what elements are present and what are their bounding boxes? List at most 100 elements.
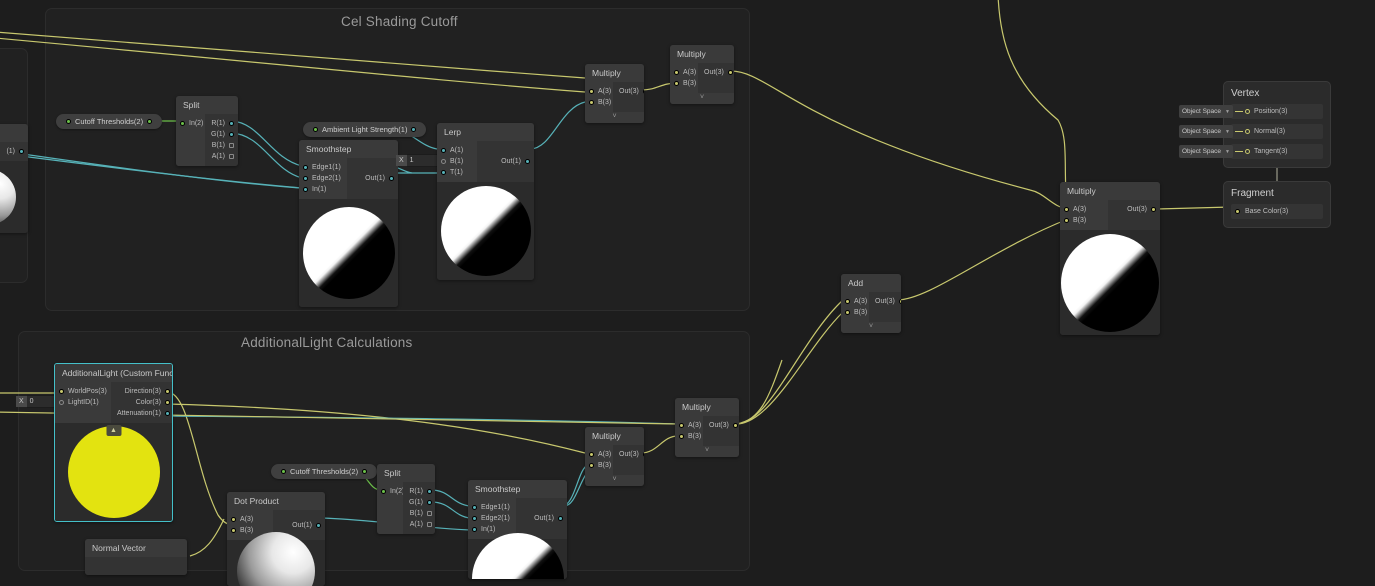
port-out-0[interactable]: Out(3) xyxy=(1121,204,1160,215)
port-dot[interactable] xyxy=(427,522,432,527)
port-dot[interactable] xyxy=(229,143,234,148)
port-in-1[interactable]: B(3) xyxy=(585,97,613,108)
port-dot[interactable] xyxy=(229,132,234,137)
port-out-3[interactable]: A(1) xyxy=(404,519,435,530)
node-expand-toggle[interactable]: ˅ xyxy=(670,93,734,104)
node-lerp-top[interactable]: Lerp A(1) B(1) T(1) Out(1) xyxy=(437,123,534,280)
port-out-2[interactable]: B(1) xyxy=(206,140,238,151)
port-dot[interactable] xyxy=(845,310,850,315)
port-in-1[interactable]: Edge2(1) xyxy=(299,173,347,184)
float-value[interactable]: 1 xyxy=(406,154,438,167)
node-smoothstep-bottom[interactable]: Smoothstep Edge1(1) Edge2(1) In(1) xyxy=(468,480,567,579)
master-node-fragment[interactable]: Fragment Base Color(3) xyxy=(1223,181,1331,228)
node-multiply-b[interactable]: Multiply A(3) B(3) Out(3) ˅ xyxy=(670,45,734,104)
port-in-0[interactable]: A(3) xyxy=(1060,204,1108,215)
port-dot[interactable] xyxy=(303,176,308,181)
preview-collapse-button[interactable]: ▲ xyxy=(106,425,121,436)
port-dot[interactable] xyxy=(427,489,432,494)
port-dot[interactable] xyxy=(231,528,236,533)
port-dot[interactable] xyxy=(845,299,850,304)
port-out-1[interactable]: G(1) xyxy=(205,129,238,140)
port-dot[interactable] xyxy=(558,516,563,521)
port-dot[interactable] xyxy=(389,176,394,181)
port-in-1[interactable]: Edge2(1) xyxy=(468,513,516,524)
property-cutoff-thresholds-top[interactable]: Cutoff Thresholds(2) xyxy=(56,114,163,129)
port-dot[interactable] xyxy=(674,81,679,86)
port-dot-property-out[interactable] xyxy=(147,119,153,124)
port-in-2[interactable]: In(1) xyxy=(468,524,516,535)
port-dot[interactable] xyxy=(472,516,477,521)
port-in-0[interactable]: A(3) xyxy=(227,514,273,525)
port-in-1[interactable]: B(3) xyxy=(841,307,869,318)
port-in-0[interactable]: Edge1(1) xyxy=(299,162,347,173)
port-out-0[interactable]: R(1) xyxy=(403,486,435,497)
node-dot-product[interactable]: Dot Product A(3) B(3) Out(1) xyxy=(227,492,325,586)
node-additional-light-custom-function[interactable]: AdditionalLight (Custom Function) ▼ Worl… xyxy=(54,363,173,522)
port-dot[interactable] xyxy=(59,389,64,394)
port-out-0[interactable]: Out(3) xyxy=(613,449,644,460)
port-dot[interactable] xyxy=(427,500,432,505)
port-in-1[interactable]: B(3) xyxy=(1060,215,1108,226)
port-out-3[interactable]: A(1) xyxy=(206,151,238,162)
node-smoothstep-top[interactable]: Smoothstep Edge1(1) Edge2(1) In(1) xyxy=(299,140,398,307)
port-out-0[interactable]: Out(3) xyxy=(703,420,739,431)
port-in-1[interactable]: B(3) xyxy=(675,431,703,442)
port-in-0[interactable]: A(3) xyxy=(670,67,698,78)
port-dot[interactable] xyxy=(472,527,477,532)
port-dot-out[interactable] xyxy=(19,149,24,154)
port-dot[interactable] xyxy=(164,411,170,416)
port-dot[interactable] xyxy=(898,299,901,304)
port-in-0[interactable]: A(3) xyxy=(585,86,613,97)
port-in-0[interactable]: A(3) xyxy=(585,449,613,460)
node-multiply-final[interactable]: Multiply A(3) B(3) Out(3) xyxy=(1060,182,1160,335)
space-dropdown-normal[interactable]: Object Space ▼ xyxy=(1179,125,1233,138)
port-dot[interactable] xyxy=(229,154,234,159)
port-dot[interactable] xyxy=(441,170,446,175)
node-split-top[interactable]: Split In(2) R(1) G(1) B(1) xyxy=(176,96,238,166)
port-dot[interactable] xyxy=(59,400,64,405)
port-in-1[interactable]: LightID(1) xyxy=(55,397,111,408)
port-dot[interactable] xyxy=(1151,207,1156,212)
port-dot[interactable] xyxy=(642,452,644,457)
port-dot[interactable] xyxy=(180,121,185,126)
property-ambient-light-strength[interactable]: Ambient Light Strength(1) xyxy=(303,122,427,137)
port-in-1[interactable]: B(3) xyxy=(670,78,698,89)
port-out-1[interactable]: G(1) xyxy=(403,497,435,508)
port-out-0[interactable]: Direction(3) xyxy=(119,386,172,397)
node-expand-toggle[interactable]: ˅ xyxy=(585,112,644,123)
port-dot[interactable] xyxy=(679,423,684,428)
property-cutoff-thresholds-bottom[interactable]: Cutoff Thresholds(2) xyxy=(271,464,378,479)
port-in-1[interactable]: B(3) xyxy=(585,460,613,471)
port-dot[interactable] xyxy=(164,400,170,405)
node-split-bottom[interactable]: Split In(2) R(1) G(1) B(1) xyxy=(377,464,435,534)
fragment-row-base-color[interactable]: Base Color(3) xyxy=(1231,204,1323,219)
port-out-2[interactable]: Attenuation(1) xyxy=(111,408,172,419)
port-dot[interactable] xyxy=(727,70,733,75)
port-in-1[interactable]: B(1) xyxy=(437,156,477,167)
port-dot[interactable] xyxy=(1245,129,1250,134)
port-dot-property-out[interactable] xyxy=(411,127,417,132)
space-dropdown-tangent[interactable]: Object Space ▼ xyxy=(1179,145,1233,158)
port-dot-property-in[interactable] xyxy=(313,127,318,132)
port-in-2[interactable]: In(1) xyxy=(299,184,347,195)
vertex-row-normal[interactable]: Object Space ▼ Normal(3) xyxy=(1179,124,1323,139)
port-dot[interactable] xyxy=(679,434,684,439)
vertex-row-position[interactable]: Object Space ▼ Position(3) xyxy=(1179,104,1323,119)
port-in-0[interactable]: WorldPos(3) xyxy=(55,386,111,397)
node-multiply-d[interactable]: Multiply A(3) B(3) Out(3) ˅ xyxy=(675,398,739,457)
port-dot-property-out[interactable] xyxy=(362,469,368,474)
port-dot[interactable] xyxy=(229,121,234,126)
node-multiply-c[interactable]: Multiply A(3) B(3) Out(3) ˅ xyxy=(585,427,644,486)
port-in-0[interactable]: A(1) xyxy=(437,145,477,156)
port-in-1[interactable]: B(3) xyxy=(227,525,273,536)
master-node-vertex[interactable]: Vertex Object Space ▼ Position(3) Object… xyxy=(1179,81,1331,168)
port-dot[interactable] xyxy=(589,463,594,468)
port-dot[interactable] xyxy=(589,452,594,457)
port-dot[interactable] xyxy=(1235,209,1240,214)
port-dot[interactable] xyxy=(1245,149,1250,154)
port-dot[interactable] xyxy=(525,159,530,164)
port-in-0[interactable]: A(3) xyxy=(675,420,703,431)
port-out-0[interactable]: R(1) xyxy=(205,118,238,129)
port-dot[interactable] xyxy=(316,522,321,528)
